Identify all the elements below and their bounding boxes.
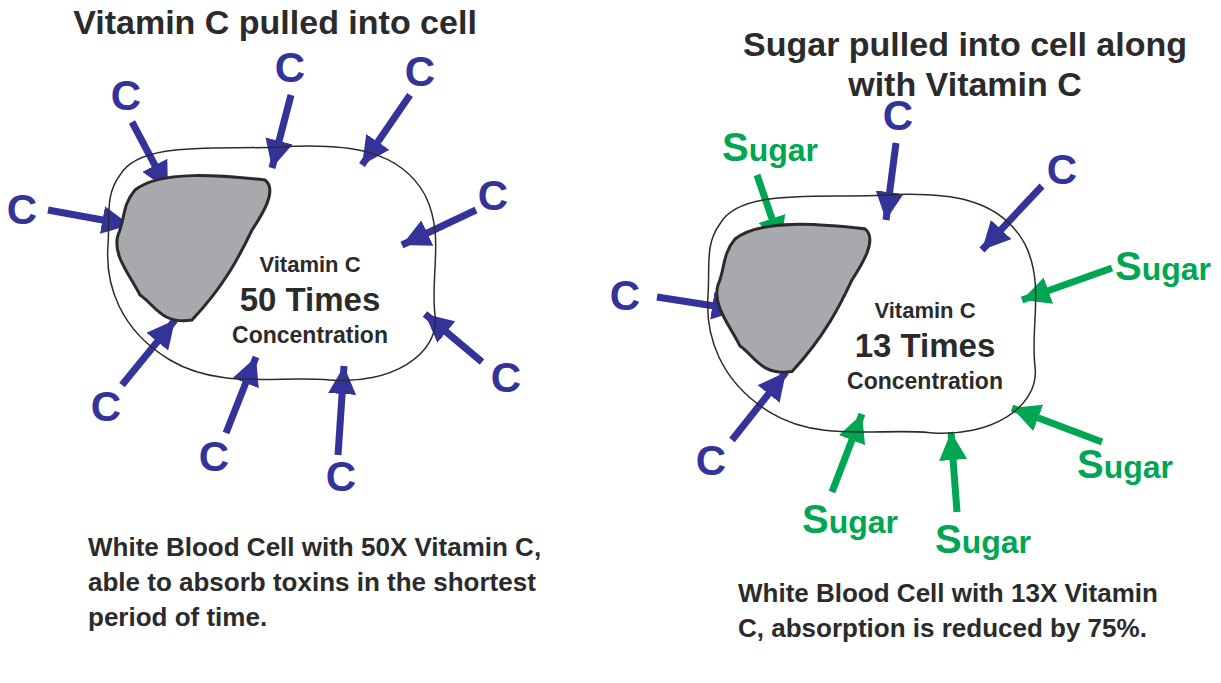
vitamin-c-label: C [883, 94, 913, 138]
cell-outline [700, 183, 1045, 448]
arrow [886, 143, 896, 220]
arrow [732, 372, 786, 440]
heading: Sugar pulled into cell along with Vitami… [740, 24, 1190, 104]
cell-label: Concentration [847, 366, 1003, 396]
heading: Vitamin C pulled into cell [73, 2, 477, 42]
cell-label: Vitamin C [259, 250, 360, 280]
sugar-label: Sugar [1115, 246, 1211, 289]
vitamin-c-label: C [326, 455, 356, 499]
sugar-label: Sugar [722, 127, 818, 170]
arrow [982, 186, 1042, 250]
cell-label: Vitamin C [874, 296, 975, 326]
concentration-value: 50 Times [240, 280, 381, 320]
sugar-label: Sugar [935, 519, 1031, 562]
arrow [402, 210, 476, 245]
arrow [425, 314, 482, 362]
cell-membrane [708, 194, 1036, 433]
cell-membrane [108, 146, 436, 381]
caption: White Blood Cell with 50X Vitamin C, abl… [88, 530, 568, 635]
vitamin-c-label: C [199, 435, 229, 479]
arrow [48, 210, 130, 225]
arrow [338, 366, 344, 455]
concentration-value: 13 Times [855, 326, 996, 366]
cell: Vitamin C50 TimesConcentration [100, 135, 445, 395]
arrow [226, 357, 256, 433]
arrow [1012, 408, 1102, 442]
cell-label: Concentration [232, 320, 388, 350]
cell: Vitamin C13 TimesConcentration [700, 183, 1045, 448]
vitamin-c-label: C [111, 74, 141, 118]
vitamin-c-label: C [7, 188, 37, 232]
cell-text: Vitamin C50 TimesConcentration [232, 250, 388, 350]
arrow [951, 432, 957, 512]
sugar-label: Sugar [802, 499, 898, 542]
vitamin-c-label: C [610, 274, 640, 318]
arrow [362, 95, 410, 165]
vitamin-c-label: C [91, 385, 121, 429]
caption: White Blood Cell with 13X Vitamin C, abs… [738, 576, 1178, 646]
vitamin-c-label: C [275, 46, 305, 90]
vitamin-c-label: C [696, 439, 726, 483]
cell-text: Vitamin C13 TimesConcentration [847, 296, 1003, 396]
arrow [122, 320, 175, 385]
vitamin-c-label: C [491, 356, 521, 400]
arrow [272, 95, 291, 168]
sugar-label: Sugar [1077, 444, 1173, 487]
vitamin-c-label: C [478, 174, 508, 218]
cell-nucleus [717, 224, 870, 372]
vitamin-c-label: C [1047, 148, 1077, 192]
vitamin-c-label: C [405, 50, 435, 94]
arrow [832, 414, 862, 492]
